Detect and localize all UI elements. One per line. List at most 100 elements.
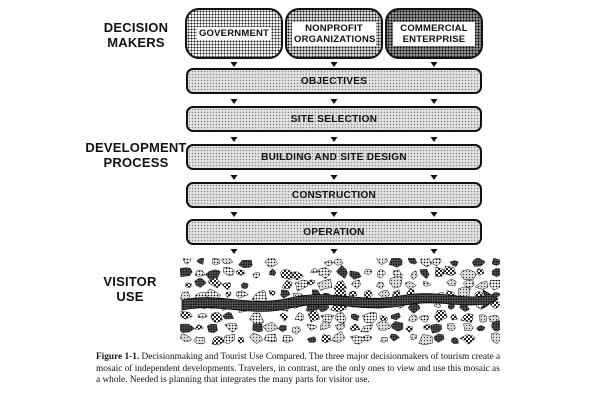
flow-arrowhead-6-2 xyxy=(330,249,338,254)
mosaic-fragment xyxy=(321,334,332,344)
mosaic-fragment xyxy=(422,323,431,330)
mosaic-fragment xyxy=(418,334,433,346)
mosaic-fragment xyxy=(210,311,223,323)
mosaic-fragment xyxy=(223,333,235,345)
mosaic-fragment xyxy=(390,312,401,321)
mosaic-fragment xyxy=(390,321,404,332)
flow-arrowhead-5-3 xyxy=(430,212,438,217)
mosaic-fragment xyxy=(334,323,345,331)
mosaic-fragment xyxy=(237,337,245,344)
mosaic-fragment xyxy=(316,278,333,292)
mosaic-fragment xyxy=(348,290,358,297)
mosaic-fragment xyxy=(476,325,486,332)
flow-arrowhead-1-3 xyxy=(430,62,438,67)
mosaic-fragment xyxy=(491,268,500,278)
mosaic-fragment xyxy=(318,267,332,280)
stage-operation: OPERATION xyxy=(186,219,482,245)
mosaic-fragment xyxy=(197,313,208,319)
flow-arrows xyxy=(230,62,438,254)
flow-arrowhead-4-2 xyxy=(330,175,338,180)
mosaic-fragment xyxy=(306,324,318,331)
mosaic-fragment xyxy=(430,258,442,267)
mosaic-fragment xyxy=(249,332,264,344)
mosaic-fragment xyxy=(262,321,279,332)
stage-site-selection: SITE SELECTION xyxy=(186,106,482,132)
mosaic-fragment xyxy=(376,258,388,266)
mosaic-fragment xyxy=(423,280,432,287)
mosaic-fragment xyxy=(308,309,320,323)
flow-arrowhead-2-2 xyxy=(330,99,338,104)
mosaic-fragment xyxy=(196,258,205,265)
flow-arrowhead-4-3 xyxy=(430,175,438,180)
flow-arrowhead-3-1 xyxy=(230,137,238,142)
mosaic-fragment xyxy=(331,330,346,343)
mosaic-fragment xyxy=(193,336,206,345)
caption-figure-label: Figure 1-1. xyxy=(96,352,140,362)
flow-arrowhead-3-3 xyxy=(430,137,438,142)
mosaic-fragment xyxy=(281,280,293,289)
mosaic-fragment xyxy=(240,282,249,289)
mosaic-fragment xyxy=(211,258,221,266)
mosaic-fragment xyxy=(418,315,429,323)
caption-text: Decisionmaking and Tourist Use Compared.… xyxy=(96,352,501,385)
flow-arrowhead-6-1 xyxy=(230,249,238,254)
mosaic-fragment xyxy=(491,292,500,298)
mosaic-fragment xyxy=(450,313,458,321)
mosaic-fragment xyxy=(362,335,372,342)
mosaic-fragment xyxy=(430,323,442,334)
stage-label-site-selection: SITE SELECTION xyxy=(290,113,378,125)
mosaic-fragment xyxy=(194,270,206,277)
flow-arrowhead-1-2 xyxy=(330,62,338,67)
mosaic-fragment xyxy=(446,323,456,332)
maker-label-nonprofit: NONPROFIT ORGANIZATIONS xyxy=(292,21,376,46)
mosaic-fragment xyxy=(208,277,222,289)
mosaic-fragment xyxy=(180,311,193,320)
mosaic-fragment xyxy=(460,269,477,281)
mosaic-fragment xyxy=(180,323,195,333)
mosaic-fragment xyxy=(491,320,500,332)
mosaic-fragment xyxy=(408,314,418,322)
mosaic-fragment xyxy=(280,268,296,280)
mosaic-fragment xyxy=(410,333,417,341)
mosaic-fragment xyxy=(350,313,360,322)
mosaic-fragment xyxy=(269,268,277,276)
mosaic-fragment xyxy=(207,323,218,333)
mosaic-fragment xyxy=(221,282,231,291)
mosaic-fragment xyxy=(211,336,225,346)
mosaic-fragment xyxy=(449,260,459,267)
mosaic-fragment xyxy=(419,268,430,280)
mosaic-fragment xyxy=(292,326,302,335)
mosaic-fragment xyxy=(349,323,361,332)
mosaic-fragment xyxy=(376,269,387,279)
mosaic-fragment xyxy=(307,279,316,286)
mosaic-fragment xyxy=(235,290,249,299)
stage-objectives: OBJECTIVES xyxy=(186,68,482,94)
mosaic-fragment xyxy=(279,312,288,323)
flow-arrowhead-5-2 xyxy=(330,212,338,217)
mosaic-fragment xyxy=(472,258,485,267)
mosaic-fragment xyxy=(290,271,304,281)
mosaic-fragment xyxy=(389,275,403,289)
mosaic-fragment xyxy=(222,312,234,320)
mosaic-fragment xyxy=(463,323,474,331)
mosaic-fragment xyxy=(377,290,391,299)
mosaic-fragment xyxy=(294,312,305,322)
visitor-use-mosaic xyxy=(180,258,500,346)
mosaic-fragment xyxy=(263,333,278,343)
mosaic-fragment xyxy=(223,266,235,276)
mosaic-fragment xyxy=(268,290,276,296)
mosaic-fragment xyxy=(323,260,333,266)
maker-label-commercial: COMMERCIAL ENTERPRISE xyxy=(393,21,475,46)
mosaic-fragment xyxy=(225,291,232,298)
stage-label-construction: CONSTRUCTION xyxy=(291,189,377,201)
mosaic-fragment xyxy=(310,268,320,274)
mosaic-fragment xyxy=(491,332,500,344)
mosaic-fragment xyxy=(405,281,417,289)
mosaic-fragment xyxy=(376,319,392,331)
mosaic-fragment xyxy=(363,269,373,275)
development-process-label: DEVELOPMENT PROCESS xyxy=(85,140,187,170)
visitor-path-band xyxy=(181,289,499,312)
mosaic-fragment xyxy=(252,323,263,333)
mosaic-fragment xyxy=(361,311,377,324)
mosaic-fragment xyxy=(433,333,445,343)
